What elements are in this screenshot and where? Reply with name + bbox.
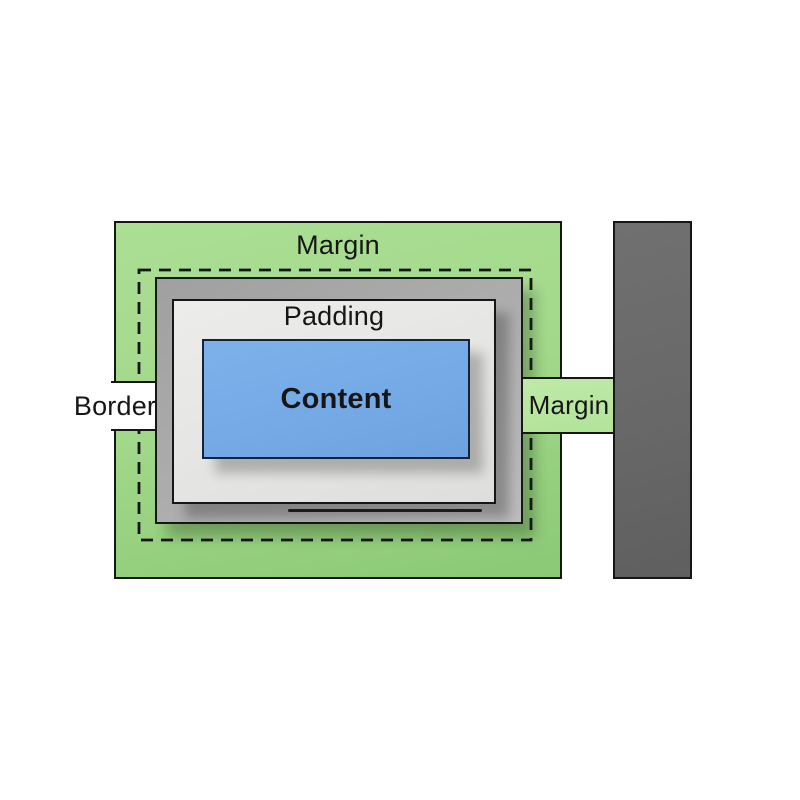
border-bottom-rule-line bbox=[288, 509, 482, 512]
margin-right-tab: Margin bbox=[521, 377, 617, 434]
content-label: Content bbox=[280, 382, 392, 415]
adjacent-element-bar bbox=[613, 221, 692, 579]
content-box: Content bbox=[202, 339, 470, 459]
margin-right-label: Margin bbox=[528, 390, 610, 420]
padding-label: Padding bbox=[283, 301, 385, 331]
margin-label: Margin bbox=[296, 230, 380, 260]
border-label: Border bbox=[73, 391, 157, 421]
